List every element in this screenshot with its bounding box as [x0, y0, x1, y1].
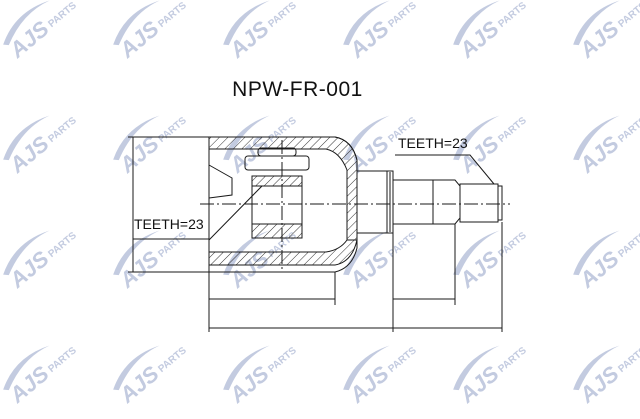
right-teeth-label: TEETH=23: [398, 135, 468, 151]
left-teeth-label: TEETH=23: [134, 216, 204, 232]
part-number-title: NPW-FR-001: [232, 78, 363, 101]
spline: [459, 183, 499, 223]
stub-shaft: [357, 170, 388, 234]
housing-wall-bottom: [208, 239, 358, 266]
tripod-roller: [244, 155, 310, 171]
